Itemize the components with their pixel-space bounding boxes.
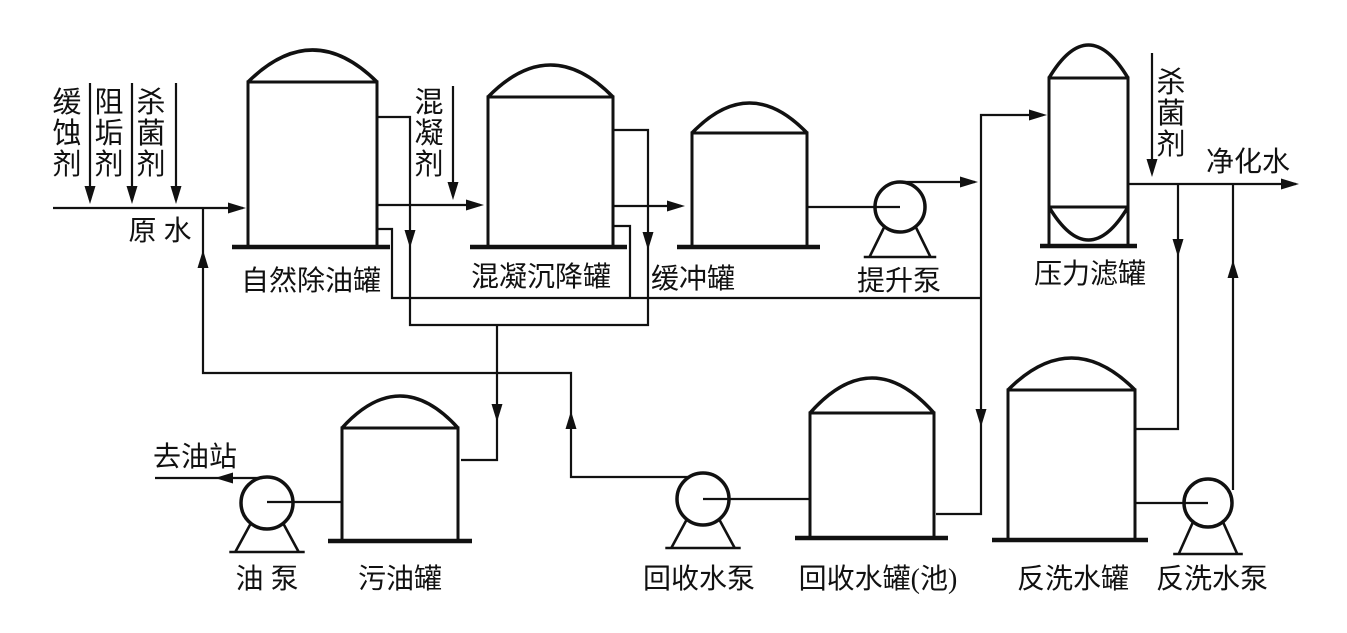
tank-buffer-shell: [690, 131, 809, 247]
flow-arrow-up: [565, 411, 577, 429]
pipe-tank-drain-header: [377, 227, 981, 300]
flow-arrow-down: [404, 230, 416, 248]
pipe-tank2-drain-stub: [613, 224, 632, 298]
tank-recovered-water-body-fill: [810, 413, 934, 538]
flow-arrow-down: [491, 404, 503, 422]
pump-oil-label: 油 泵: [235, 563, 298, 595]
tank-buffer-body-fill: [692, 133, 807, 247]
flow-arrow-down: [84, 186, 96, 204]
vessel-pressure-filter-shell: [1047, 76, 1130, 245]
flow-arrow-down: [170, 186, 182, 204]
tank-buffer-dome: [690, 101, 809, 135]
tank-coagulation-sedimentation-body-fill: [488, 97, 613, 247]
tank-recovered-water-shell: [808, 411, 936, 538]
tank-waste-oil-body-fill: [342, 428, 458, 541]
tank-coagulation-sedimentation-dome: [486, 63, 615, 99]
flow-arrow-down: [126, 186, 138, 204]
vessel-pressure-filter-cap: [1047, 43, 1130, 79]
pipe-recycle-return: [201, 208, 690, 479]
label-coagulant: 混凝剂: [414, 87, 443, 181]
tank-recovered-water-dome: [808, 376, 936, 415]
label-bactericide-raw: 杀菌剂: [136, 86, 165, 181]
flow-arrow-down: [975, 409, 987, 427]
tank-backwash-water-dome: [1006, 356, 1137, 392]
tank-waste-oil-shell: [340, 426, 460, 541]
vessel-pressure-filter-label: 压力滤罐: [1034, 258, 1146, 290]
tank-recovered-water-label: 回收水罐(池): [799, 563, 958, 595]
flow-arrow-down: [447, 182, 459, 200]
tank-backwash-water-body-fill: [1008, 390, 1135, 540]
vessel-pressure-filter-bowl: [1047, 206, 1130, 242]
tank-waste-oil-label: 污油罐: [358, 563, 442, 595]
pump-recovered-water-label: 回收水泵: [643, 563, 755, 595]
pump-backwash-label: 反洗水泵: [1156, 563, 1268, 595]
vessel-pressure-filter-body-fill: [1049, 78, 1128, 245]
tank-buffer-label: 缓冲罐: [651, 263, 735, 295]
flow-arrow-up: [197, 250, 209, 268]
tank-natural-deoiling-dome: [246, 48, 379, 84]
tank-natural-deoiling-body-fill: [248, 82, 377, 247]
label-raw-water: 原 水: [128, 215, 191, 247]
pump-oil-stand: [229, 522, 305, 554]
flow-arrow-down: [642, 232, 654, 250]
tank-natural-deoiling-label: 自然除油罐: [241, 265, 381, 297]
flow-arrow-right: [466, 199, 484, 211]
flow-arrow-down: [1146, 159, 1158, 177]
tank-natural-deoiling-shell: [246, 80, 379, 247]
label-bactericide-filter: 杀菌剂: [1156, 66, 1185, 161]
pump-lift-label: 提升泵: [857, 265, 941, 297]
flow-arrow-right: [228, 202, 246, 214]
pump-lift-stand: [863, 225, 937, 259]
tank-backwash-water-label: 反洗水罐: [1017, 563, 1129, 595]
pipe-filter-feed-and-drain: [936, 113, 1043, 516]
label-to-oil-station: 去油站: [153, 441, 237, 473]
tank-waste-oil-dome: [340, 394, 460, 430]
flow-arrow-down: [1172, 239, 1184, 257]
label-scale-inhibitor: 阻垢剂: [94, 87, 123, 181]
tank-coagulation-sedimentation-label: 混凝沉降罐: [471, 261, 611, 293]
flow-arrow-right: [960, 176, 978, 188]
pipe-backwash-tank-fill: [1136, 184, 1180, 431]
flow-arrow-left: [215, 472, 233, 484]
pipe-oil-to-waste-oil-tank: [461, 325, 499, 462]
label-corrosion-inhibitor: 缓蚀剂: [52, 86, 81, 181]
flow-arrow-right: [667, 200, 685, 212]
flow-arrow-up: [1227, 260, 1239, 278]
tank-backwash-water-shell: [1006, 388, 1137, 540]
pump-recovered-water-stand: [665, 518, 741, 550]
label-purified-water: 净化水: [1206, 146, 1290, 178]
pipe-oil-skim-header: [377, 115, 650, 327]
flow-arrow-right: [1029, 109, 1047, 121]
tank-coagulation-sedimentation-shell: [486, 95, 615, 247]
flow-arrow-right: [1281, 178, 1299, 190]
pump-backwash-stand: [1173, 521, 1243, 556]
